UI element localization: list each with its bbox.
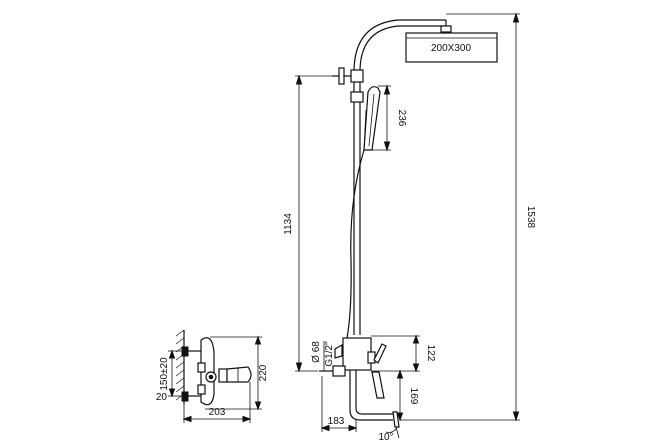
- dim-183-arrow-right: [348, 424, 358, 432]
- dim-183-arrow-left: [320, 424, 330, 432]
- wall-mixer-top-outlet: [197, 362, 206, 373]
- upper-eccentric-nut: [181, 346, 189, 357]
- dim-169-arrow-bottom: [396, 412, 404, 422]
- dim-220-arrow-bottom: [254, 401, 262, 411]
- dim-1538-arrow-bottom: [512, 411, 520, 422]
- dim-183-label: 183: [328, 416, 345, 427]
- dim-169-label: 169: [408, 388, 419, 405]
- dim-220-arrow-top: [254, 335, 262, 345]
- upper-bracket-collar: [350, 69, 364, 83]
- dim-122-label: 122: [425, 345, 436, 362]
- dim-1538-label: 1538: [525, 206, 536, 229]
- dim-236-arrow-bottom: [383, 141, 391, 152]
- dim-203-arrow-left: [182, 415, 192, 423]
- head-connector: [440, 25, 452, 33]
- mixer-lever-base: [367, 351, 376, 364]
- hand-shower-holder: [350, 91, 364, 103]
- diameter-label: Ø 68: [311, 341, 322, 363]
- wall-hatching: [175, 329, 185, 401]
- angle-label: 10°: [378, 432, 393, 443]
- hand-shower-grip: [363, 109, 367, 151]
- dim-236-arrow-top: [383, 84, 391, 95]
- wall-mixer-bottom-outlet: [197, 384, 206, 395]
- angle-ref-line: [395, 426, 400, 439]
- thread-label: G1/2": [324, 341, 335, 367]
- head-size-label: 200X300: [431, 43, 471, 54]
- dim-169-arrow-top: [396, 369, 404, 379]
- overhead-arm-outer: [353, 19, 446, 73]
- mixer-body: [342, 337, 372, 371]
- spout-inner: [355, 370, 393, 415]
- dim-1134-arrow-bottom: [295, 362, 303, 373]
- dim-122-arrow-top: [412, 334, 420, 344]
- spout-outlet: [392, 411, 400, 428]
- lower-eccentric-nut: [181, 391, 189, 402]
- diverter-knob-center: [208, 374, 214, 380]
- mixer-lever-handle: [371, 371, 385, 399]
- dim-150-label: 150±20: [159, 357, 170, 391]
- dim-20-label: 20: [156, 392, 168, 403]
- dim-150-arrow-top: [168, 349, 176, 359]
- dim-203-label: 203: [209, 407, 226, 418]
- dim-220-label: 220: [258, 364, 269, 381]
- wall-mixer-dimensions: 220 150±20 20 203: [156, 335, 269, 423]
- shower-hose: [346, 149, 365, 339]
- wall-mixer-lever: [226, 366, 252, 383]
- overhead-arm-inner: [359, 25, 446, 73]
- dim-1538-arrow-top: [512, 12, 520, 23]
- dim-1134-arrow-top: [295, 74, 303, 85]
- hand-shower-face: [368, 93, 375, 147]
- dim-122-arrow-bottom: [412, 363, 420, 373]
- dim-203-arrow-right: [242, 415, 252, 423]
- column-dimensions: 1538 1134 236 122 169 Ø 68 G1/2": [283, 12, 536, 443]
- shower-column-assembly: 200X300: [319, 19, 498, 428]
- mixer-lever: [373, 343, 387, 364]
- upper-bracket-plate: [338, 67, 345, 85]
- mixer-wall-plate: [334, 343, 343, 359]
- dim-150-arrow-bottom: [168, 388, 176, 398]
- spout-outer: [349, 370, 393, 421]
- wall-mixer-assembly: [175, 329, 252, 406]
- wall-mixer-lever-base: [218, 368, 228, 383]
- dim-236-label: 236: [396, 110, 407, 127]
- dim-1134-label: 1134: [283, 213, 294, 235]
